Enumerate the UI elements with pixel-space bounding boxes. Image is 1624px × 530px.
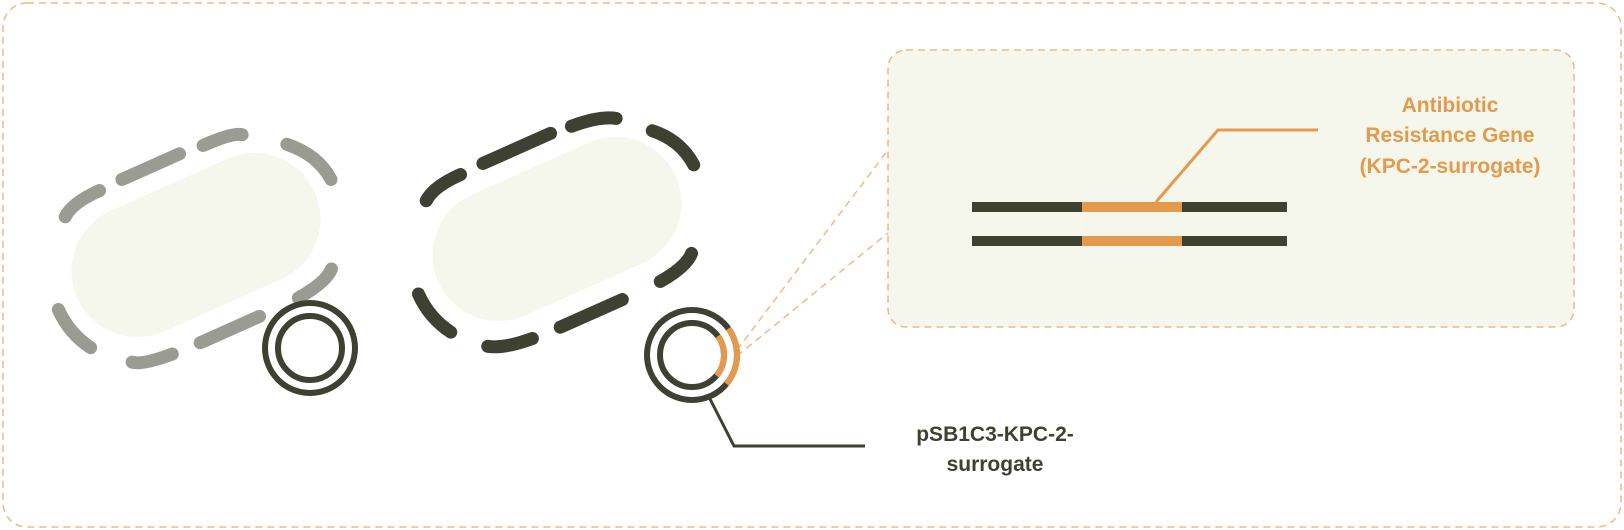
bacterium-cell-wall <box>196 127 249 152</box>
gene-label: Antibiotic Resistance Gene (KPC-2-surrog… <box>1330 91 1570 182</box>
plasmid-gene-segment-outer <box>724 326 740 386</box>
zoom-connector-bottom <box>736 232 889 357</box>
zoom-connector-top <box>736 149 889 351</box>
bacterium-body <box>71 152 321 338</box>
plasmid-leader-line <box>707 396 865 448</box>
gene-zoom-panel <box>887 49 1575 328</box>
bacterium-cell-wall <box>419 168 468 208</box>
gene-leader-line <box>1154 128 1318 203</box>
bacterium-transformed <box>411 111 701 354</box>
bacterium-cell-wall <box>553 293 629 334</box>
bacterium-cell-wall <box>291 262 338 305</box>
bacterium-cell-wall <box>193 309 267 350</box>
bacterium-wild-type <box>51 127 338 370</box>
gene-label-line-1: Antibiotic <box>1401 94 1499 117</box>
gene-label-line-2: Resistance Gene <box>1365 124 1535 148</box>
plasmid-inner-ring <box>657 320 727 390</box>
dna-double-strand <box>972 202 1287 246</box>
plasmid-plain <box>262 300 358 396</box>
bacterium-cell-wall <box>411 287 458 339</box>
plasmid-label-line-2: surrogate <box>946 453 1044 477</box>
bacterium-cell-wall <box>481 331 539 354</box>
plasmid-with-gene <box>644 307 740 403</box>
bacterium-cell-wall <box>476 126 558 170</box>
bacterium-cell-wall <box>653 246 699 289</box>
bacterium-cell-wall <box>280 137 338 186</box>
bacterium-cell-wall <box>645 124 701 172</box>
bacterium-cell-wall <box>58 184 107 224</box>
plasmid-label: pSB1C3-KPC-2- surrogate <box>890 420 1100 481</box>
bacterium-cell-wall <box>115 147 186 186</box>
plasmid-inner-ring <box>275 313 345 383</box>
gene-label-line-3: (KPC-2-surrogate) <box>1359 154 1541 178</box>
bacterium-cell-wall <box>51 303 98 355</box>
plasmid-label-line-1: pSB1C3-KPC-2- <box>916 423 1074 446</box>
bacterium-body <box>432 136 682 322</box>
plasmid-gene-segment-inner <box>714 334 727 378</box>
bacterium-cell-wall <box>125 347 179 370</box>
plasmid-outer-ring <box>262 300 358 396</box>
bacterium-cell-wall <box>564 111 623 133</box>
